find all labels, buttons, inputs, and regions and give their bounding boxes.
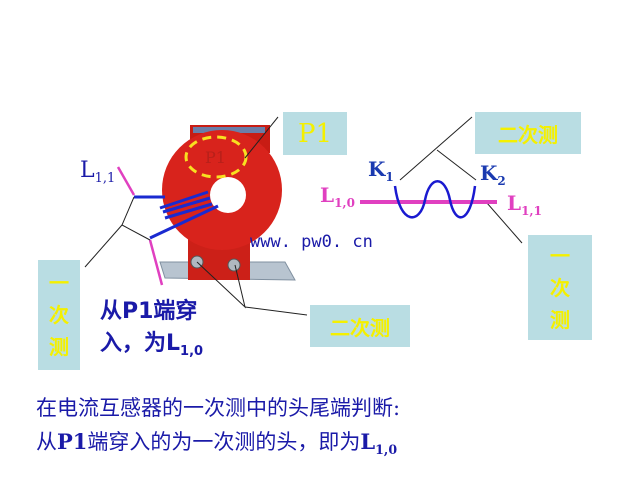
primary-label-box-right: 一 次 测 — [528, 235, 592, 340]
caption-line-1: 在电流互感器的一次测中的头尾端判断: — [36, 396, 401, 420]
ct-nameplate — [193, 127, 265, 133]
terminal-screw-2 — [227, 258, 241, 272]
secondary-label-box-bottom: 二次测 — [310, 305, 410, 347]
k1-label: K1 — [368, 157, 394, 184]
l11-label: L1,1 — [507, 191, 542, 218]
ct-p1-mark: P1 — [205, 148, 226, 167]
primary-label-box-left: 一 次 测 — [38, 260, 80, 370]
note-line-1: 从P1端穿 — [100, 298, 197, 324]
primary-left-char: 一 — [49, 271, 69, 295]
primary-right-char: 次 — [550, 275, 570, 300]
pointer-lines — [84, 116, 523, 316]
primary-windings — [134, 190, 219, 240]
k2-label: K2 — [480, 161, 506, 188]
primary-left-char: 测 — [49, 335, 69, 359]
caption-line-2: 从P1端穿入的为一次测的头，即为L1,0 — [36, 429, 398, 458]
note-line-2: 入，为L1,0 — [100, 331, 203, 359]
secondary-label-box-top: 二次测 — [475, 112, 581, 154]
ct-hole — [210, 177, 246, 213]
p1-label-box: P1 — [283, 112, 347, 155]
primary-left-char: 次 — [49, 303, 69, 327]
l10-label: L1,0 — [320, 183, 355, 210]
secondary-coil-wave — [393, 180, 477, 219]
primary-right-char: 一 — [550, 243, 570, 268]
lead-lines — [116, 166, 164, 286]
watermark-text: www. pw0. cn — [250, 232, 373, 252]
primary-right-char: 测 — [550, 307, 570, 332]
l11-left-label: L1,1 — [80, 158, 115, 186]
